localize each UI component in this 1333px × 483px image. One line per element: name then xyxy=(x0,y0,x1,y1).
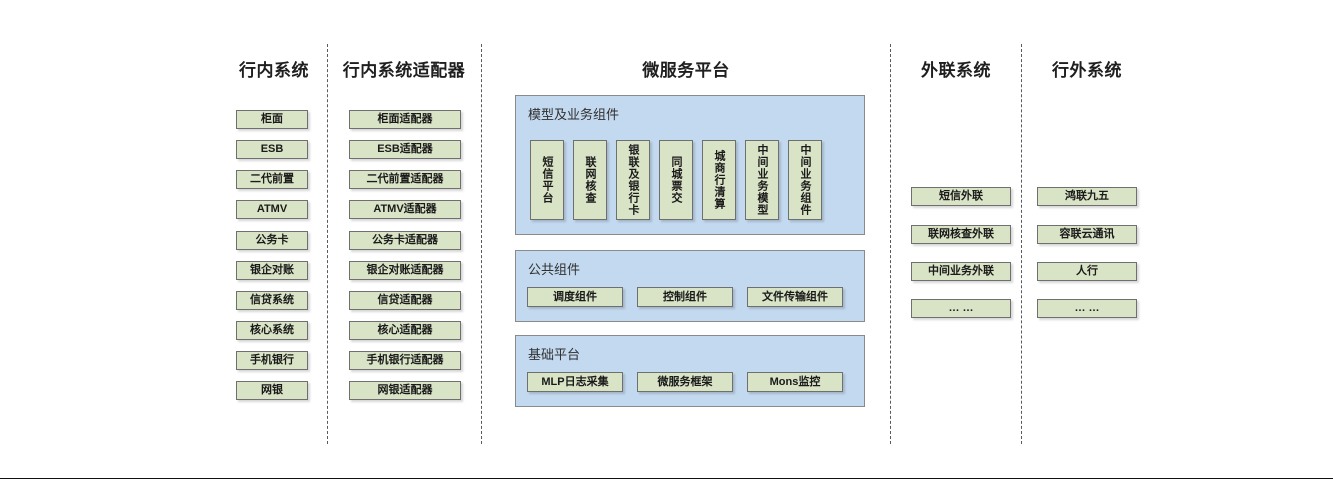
node-inbank-7[interactable]: 核心系统 xyxy=(236,321,308,340)
node-model-1[interactable]: 联网核查 xyxy=(573,140,607,220)
node-model-5[interactable]: 中间业务模型 xyxy=(745,140,779,220)
column-title-inbank-adapter: 行内系统适配器 xyxy=(342,61,466,80)
node-outlink-2[interactable]: 中间业务外联 xyxy=(911,262,1011,281)
node-inbank-1[interactable]: ESB xyxy=(236,140,308,159)
node-inbank-8[interactable]: 手机银行 xyxy=(236,351,308,370)
column-title-outlink: 外联系统 xyxy=(921,61,991,80)
node-base-2[interactable]: Mons监控 xyxy=(747,372,843,392)
node-inbank-6[interactable]: 信贷系统 xyxy=(236,291,308,310)
node-adapter-4[interactable]: 公务卡适配器 xyxy=(349,231,461,250)
bottom-divider-rule xyxy=(0,478,1333,479)
panel-base-platform: 基础平台 xyxy=(515,335,865,407)
panel-public-components: 公共组件 xyxy=(515,250,865,322)
node-inbank-3[interactable]: ATMV xyxy=(236,200,308,219)
node-adapter-8[interactable]: 手机银行适配器 xyxy=(349,351,461,370)
node-inbank-9[interactable]: 网银 xyxy=(236,381,308,400)
panel-title-base-platform: 基础平台 xyxy=(528,347,581,362)
column-divider-2 xyxy=(481,44,482,444)
node-adapter-1[interactable]: ESB适配器 xyxy=(349,140,461,159)
node-inbank-2[interactable]: 二代前置 xyxy=(236,170,308,189)
node-inbank-0[interactable]: 柜面 xyxy=(236,110,308,129)
node-adapter-2[interactable]: 二代前置适配器 xyxy=(349,170,461,189)
node-adapter-6[interactable]: 信贷适配器 xyxy=(349,291,461,310)
node-model-3[interactable]: 同城票交 xyxy=(659,140,693,220)
node-public-1[interactable]: 控制组件 xyxy=(637,287,733,307)
node-adapter-7[interactable]: 核心适配器 xyxy=(349,321,461,340)
node-model-2[interactable]: 银联及银行卡 xyxy=(616,140,650,220)
panel-title-public-components: 公共组件 xyxy=(528,262,581,277)
node-adapter-3[interactable]: ATMV适配器 xyxy=(349,200,461,219)
panel-title-model-business-components: 模型及业务组件 xyxy=(528,107,620,122)
column-divider-3 xyxy=(890,44,891,444)
column-title-inbank: 行内系统 xyxy=(239,61,309,80)
node-inbank-4[interactable]: 公务卡 xyxy=(236,231,308,250)
node-adapter-5[interactable]: 银企对账适配器 xyxy=(349,261,461,280)
node-outbank-2[interactable]: 人行 xyxy=(1037,262,1137,281)
node-adapter-0[interactable]: 柜面适配器 xyxy=(349,110,461,129)
node-public-0[interactable]: 调度组件 xyxy=(527,287,623,307)
column-title-outbank: 行外系统 xyxy=(1052,61,1122,80)
node-base-1[interactable]: 微服务框架 xyxy=(637,372,733,392)
node-inbank-5[interactable]: 银企对账 xyxy=(236,261,308,280)
node-base-0[interactable]: MLP日志采集 xyxy=(527,372,623,392)
node-outbank-0[interactable]: 鸿联九五 xyxy=(1037,187,1137,206)
node-outlink-0[interactable]: 短信外联 xyxy=(911,187,1011,206)
node-model-0[interactable]: 短信平台 xyxy=(530,140,564,220)
column-divider-1 xyxy=(327,44,328,444)
node-model-6[interactable]: 中间业务组件 xyxy=(788,140,822,220)
node-outlink-3[interactable]: … … xyxy=(911,299,1011,318)
node-adapter-9[interactable]: 网银适配器 xyxy=(349,381,461,400)
node-outlink-1[interactable]: 联网核查外联 xyxy=(911,225,1011,244)
node-public-2[interactable]: 文件传输组件 xyxy=(747,287,843,307)
node-outbank-1[interactable]: 容联云通讯 xyxy=(1037,225,1137,244)
column-title-platform: 微服务平台 xyxy=(642,61,730,80)
node-outbank-3[interactable]: … … xyxy=(1037,299,1137,318)
column-divider-4 xyxy=(1021,44,1022,444)
node-model-4[interactable]: 城商行清算 xyxy=(702,140,736,220)
